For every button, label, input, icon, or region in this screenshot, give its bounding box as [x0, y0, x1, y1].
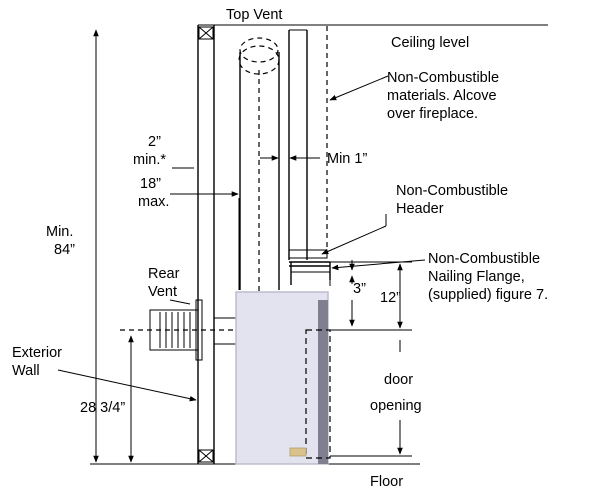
exterior-wall-leader — [57, 369, 197, 402]
rear-vent-label-line1: Rear — [148, 266, 180, 282]
top-vent-label: Top Vent — [226, 7, 282, 23]
exterior-wall-label-line1: Exterior — [12, 345, 62, 361]
min-84-label-line1: Min. — [46, 224, 73, 240]
exterior-wall-label-line2: Wall — [12, 363, 40, 379]
clearance-max-unit: max. — [138, 194, 169, 210]
rear-vent-height-label: 28 3/4” — [80, 400, 125, 416]
header-label-line1: Non-Combustible — [396, 183, 508, 199]
dim-3-label: 3” — [353, 281, 366, 297]
rear-vent-leader — [169, 299, 191, 305]
dim-3-marker — [291, 260, 355, 286]
nailing-flange-leader — [331, 259, 426, 271]
floor-label: Floor — [370, 474, 403, 490]
header-label-line2: Header — [396, 201, 444, 217]
clearance-min-unit: min.* — [133, 152, 166, 168]
alcove-wall — [288, 26, 328, 260]
noncombustible-materials-line1: Non-Combustible — [387, 70, 499, 86]
door-opening-label-line2: opening — [370, 398, 422, 414]
noncombustible-materials-leader — [329, 75, 389, 101]
nailing-flange — [289, 261, 331, 285]
clearance-min-value: 2” — [148, 134, 161, 150]
min-1-label: Min 1” — [327, 151, 367, 167]
clearance-max-value: 18” — [140, 176, 161, 192]
header-leader-2 — [321, 225, 387, 255]
min-84-dimension — [90, 29, 150, 465]
ceiling-level-label: Ceiling level — [391, 35, 469, 51]
clearance-indicators — [170, 167, 240, 290]
nailing-flange-line1: Non-Combustible — [428, 251, 540, 267]
dim-12-label: 12” — [380, 290, 401, 306]
top-vent-pipe — [238, 37, 280, 330]
door-opening-label-line1: door — [384, 372, 413, 388]
nailing-flange-line2: Nailing Flange, — [428, 269, 525, 285]
exterior-wall — [197, 25, 215, 464]
nailing-flange-line3: (supplied) figure 7. — [428, 287, 548, 303]
noncombustible-materials-line2: materials. Alcove — [387, 88, 497, 104]
appliance-body — [235, 291, 331, 465]
rear-vent-label-line2: Vent — [148, 284, 177, 300]
noncombustible-materials-line3: over fireplace. — [387, 106, 478, 122]
min-84-label-line2: 84” — [54, 242, 75, 258]
door-opening-dimension — [330, 329, 412, 457]
